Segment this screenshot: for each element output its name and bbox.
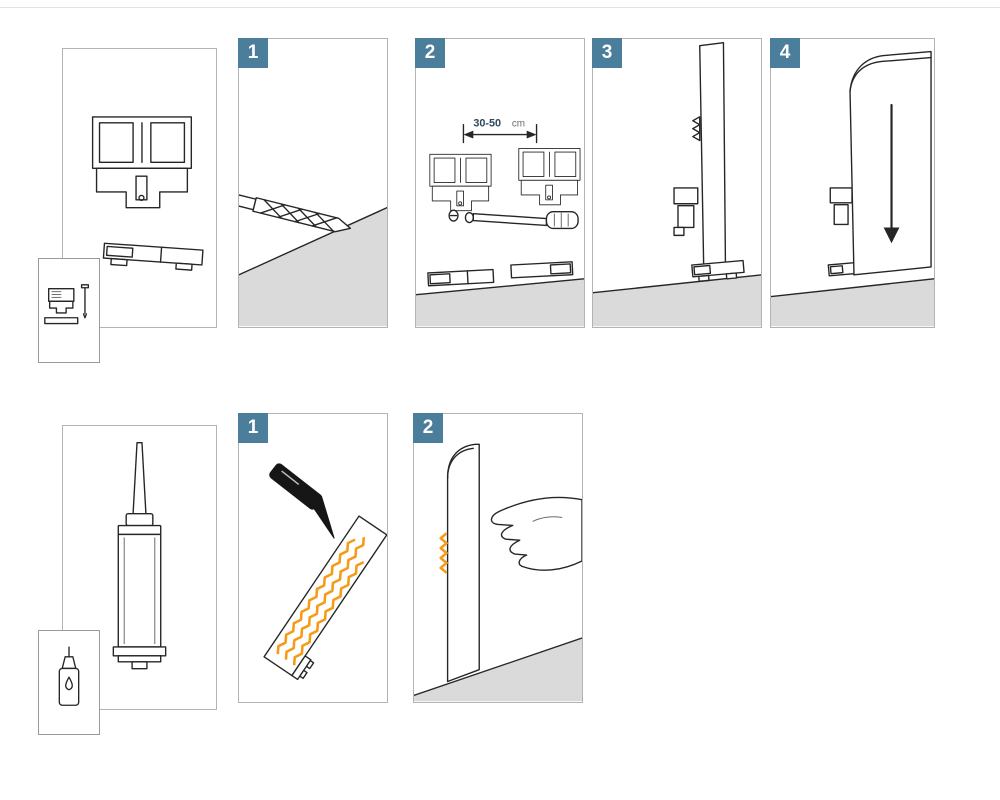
adhesive-cartridge-illustration (112, 441, 167, 670)
dimension-unit: cm (512, 119, 525, 130)
skirting-board-back (263, 515, 387, 681)
floor (239, 207, 387, 327)
mounting-clip-right (518, 147, 581, 206)
panel-glue-step-1: 1 (238, 413, 388, 703)
base-rail (691, 259, 745, 282)
press-down-arrow (883, 103, 900, 244)
step-number-badge: 1 (238, 38, 268, 68)
page-top-rule (0, 7, 1000, 8)
skirting-board-front (446, 443, 480, 683)
utility-knife (269, 463, 335, 539)
mounting-clip-illustration (91, 116, 204, 271)
drill-bit (239, 194, 352, 233)
drill-into-wall-illustration (239, 194, 387, 327)
panel-clip-step-2: 2 (415, 38, 585, 328)
screw-icon (80, 284, 90, 319)
panel-glue-step-2: 2 (413, 413, 583, 703)
step-number-badge: 3 (592, 38, 622, 68)
base-rail (427, 268, 495, 287)
mounting-clip-left (429, 153, 492, 212)
screwdriver (472, 210, 579, 230)
panel-clip-step-1: 1 (238, 38, 388, 328)
floor (593, 274, 761, 327)
adhesive-squiggle (439, 532, 448, 574)
glue-bottle (58, 646, 80, 706)
clip-and-screw-icon (44, 284, 90, 325)
press-skirting-to-wall-illustration (414, 443, 582, 702)
floor (771, 278, 934, 327)
glue-bottle-icon (58, 646, 80, 706)
mini-clip (44, 288, 79, 325)
dimension-value: 30-50 (473, 118, 501, 130)
base-rail (102, 242, 204, 271)
screw-and-washer (448, 209, 475, 224)
floor (414, 638, 582, 702)
adhesive-beads (276, 537, 366, 666)
pressing-hand (490, 496, 582, 571)
floor (416, 278, 584, 327)
press-skirting-down-illustration (771, 50, 934, 327)
step-number-badge: 2 (415, 38, 445, 68)
step-number-badge: 1 (238, 413, 268, 443)
apply-adhesive-knife-illustration (263, 463, 387, 681)
base-rail (510, 261, 574, 279)
adhesive-cartridge (112, 441, 167, 670)
droplet-icon (65, 676, 73, 691)
inset-clip-parts (38, 258, 100, 363)
skirting-board-side (692, 41, 727, 267)
spacing-dimension: 30-50 cm (462, 118, 538, 144)
step-number-badge: 2 (413, 413, 443, 443)
panel-clip-step-3: 3 (592, 38, 762, 328)
mounting-clip-side (673, 187, 699, 237)
inset-adhesive (38, 630, 100, 735)
clips-spacing-screwdriver-illustration: 30-50 cm (416, 118, 584, 327)
panel-clip-step-4: 4 (770, 38, 935, 328)
hook-skirting-on-clip-illustration (593, 41, 761, 327)
mounting-clip-side (829, 187, 853, 226)
mounting-clip (91, 116, 193, 209)
step-number-badge: 4 (770, 38, 800, 68)
